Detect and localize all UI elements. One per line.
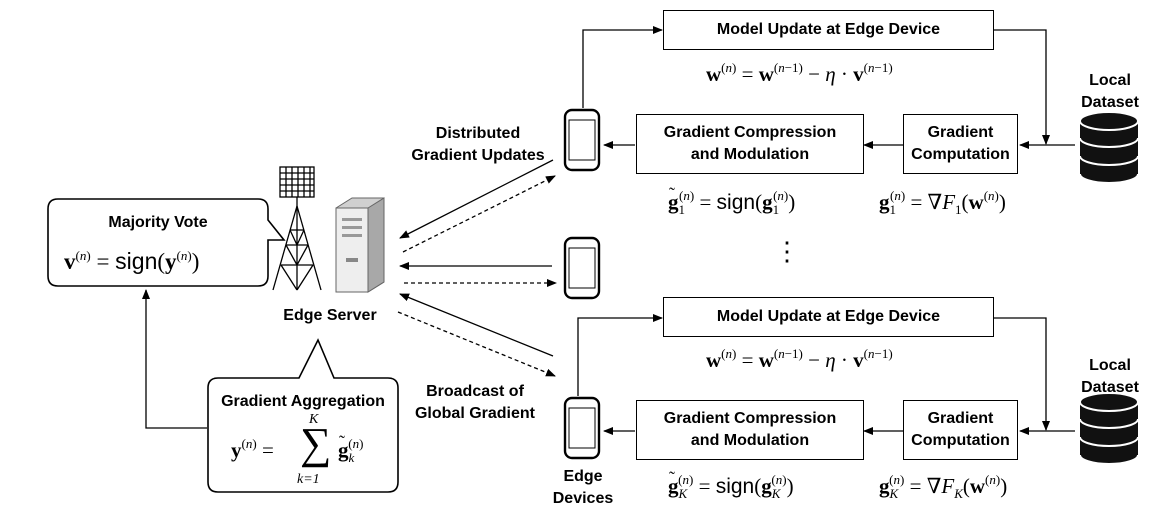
uplink-arrow-top [399, 159, 554, 239]
model-update-equation-top: w(n) = w(n−1) − η · v(n−1) [706, 60, 893, 86]
computation-box-bottom: Gradient Computation [903, 400, 1018, 460]
local-dataset-label-top: Local Dataset [1081, 72, 1139, 111]
broadcast-label: Broadcast of Global Gradient [414, 383, 535, 422]
compression-box-bottom: Gradient Compression and Modulation [636, 400, 864, 460]
phone-icon-bottom [563, 396, 601, 460]
model-update-box-top: Model Update at Edge Device [663, 10, 994, 50]
edge-server-label: Edge Server [283, 307, 377, 324]
uplink-arrow-bottom [399, 293, 554, 357]
sign-text: sign [115, 248, 158, 274]
arrow-model-update-to-computation-bottom [993, 317, 1050, 431]
downlink-arrow-top [402, 175, 556, 253]
majority-vote-title: Majority Vote [108, 214, 208, 231]
gradient-aggregation-title: Gradient Aggregation [221, 393, 385, 410]
computation-equation-top: g1(n) = ∇F1(w(n)) [879, 188, 1006, 217]
database-icon-top [1079, 111, 1139, 184]
downlink-arrow-bottom [397, 311, 556, 377]
arrow-phone-to-model-update-top [582, 26, 663, 108]
vertical-ellipsis: ⋮ [774, 236, 800, 266]
compression-equation-top: g˜1(n) = sign(g1(n)) [668, 184, 796, 217]
sum-lower-limit: k=1 [297, 472, 320, 487]
compression-equation-bottom: g˜K(n) = sign(gK(n)) [668, 468, 794, 501]
server-icon [335, 197, 385, 293]
sum-upper-limit: K [309, 412, 319, 427]
phone-icon-middle [563, 236, 601, 300]
database-icon-bottom [1079, 392, 1139, 465]
edge-devices-label: Edge Devices [552, 468, 614, 507]
majority-vote-equation: v(n) = sign(y(n)) [64, 248, 200, 274]
model-update-box-bottom: Model Update at Edge Device [663, 297, 994, 337]
model-update-equation-bottom: w(n) = w(n−1) − η · v(n−1) [706, 346, 893, 372]
summation-symbol: ∑ [300, 419, 332, 468]
eta-symbol: η [825, 62, 836, 86]
arrow-model-update-to-computation-top [993, 29, 1050, 145]
local-dataset-label-bottom: Local Dataset [1081, 357, 1139, 396]
compression-box-top: Gradient Compression and Modulation [636, 114, 864, 174]
arrow-aggregation-to-majority-vote [142, 289, 207, 429]
distributed-updates-label: Distributed Gradient Updates [411, 125, 545, 164]
majority-vote-bubble [47, 198, 286, 287]
computation-equation-bottom: gK(n) = ∇FK(w(n)) [879, 472, 1008, 501]
gradient-aggregation-bubble [207, 338, 399, 493]
antenna-tower-icon [272, 166, 322, 291]
aggregation-equation: y(n) = ∑ K k=1 g˜k(n) [231, 412, 364, 487]
computation-box-top: Gradient Computation [903, 114, 1018, 174]
arrow-phone-to-model-update-bottom [577, 314, 663, 396]
phone-icon-top [563, 108, 601, 172]
